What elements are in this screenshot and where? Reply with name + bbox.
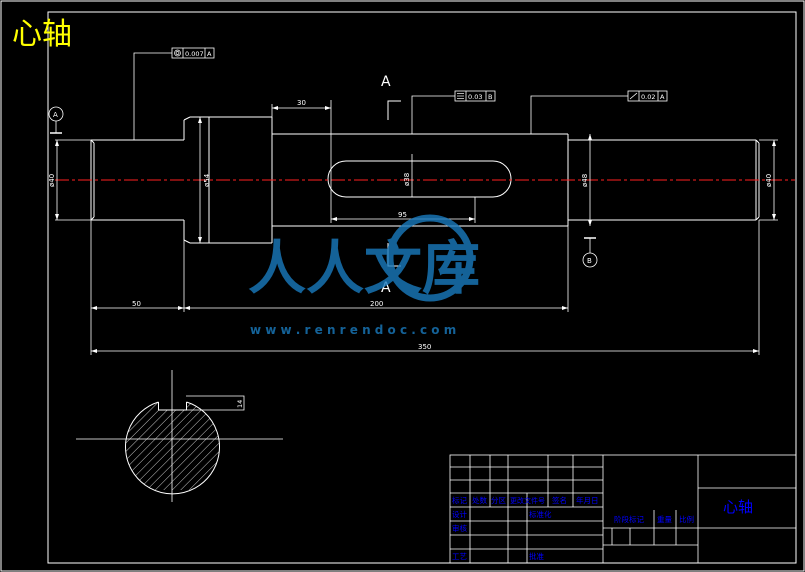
symmetry-icon	[457, 93, 464, 99]
tb-check: 审核	[452, 523, 467, 533]
datum-a: A	[48, 106, 64, 134]
tol1-ref: A	[207, 50, 212, 58]
tb-weight: 重量	[657, 515, 672, 524]
dimension-text: 30 50 200 350 95 ø40 ø54 ø48 ø40 ø38	[48, 99, 773, 351]
section-label-bottom: A	[381, 280, 391, 296]
tolerance-frame-3: 0.02 A	[627, 90, 668, 102]
tb-col-count: 处数	[472, 495, 487, 505]
dim-dia-mid: ø48	[581, 174, 589, 187]
tolerance-leaders	[133, 52, 628, 140]
dim-dia-right: ø40	[765, 174, 773, 187]
watermark: 人人文库 w w w . r e n r e n d o c . c o m	[248, 214, 480, 337]
section-label-top: A	[381, 74, 391, 90]
tb-scale: 比例	[679, 514, 694, 524]
tol2-value: 0.03	[468, 93, 482, 101]
datum-b: B	[582, 237, 598, 268]
dim-50: 50	[132, 300, 141, 308]
dim-keyway-depth: ø38	[403, 173, 411, 186]
tol3-ref: A	[660, 93, 665, 101]
datum-a-label: A	[53, 111, 58, 119]
tb-stage: 阶段标记	[614, 514, 644, 524]
tb-col-mark: 标记	[452, 495, 467, 505]
title-block-grid	[449, 454, 797, 564]
section-view: 14	[76, 370, 283, 502]
inner-frame	[47, 11, 797, 564]
tb-craft: 工艺	[452, 552, 467, 561]
tb-col-sign: 签名	[552, 495, 567, 505]
section-marker-top	[387, 100, 401, 120]
tb-standard: 标准化	[529, 509, 552, 519]
watermark-brand: 人人文库	[248, 234, 480, 302]
tb-col-date: 年月日	[576, 495, 599, 505]
runout-icon	[629, 92, 638, 100]
dim-350: 350	[418, 343, 431, 351]
dim-key-width: 14	[236, 400, 244, 408]
dim-95: 95	[398, 211, 407, 219]
tb-col-zone: 分区	[491, 496, 506, 505]
dimension-lines	[55, 100, 778, 355]
tol2-ref: B	[488, 93, 492, 101]
dimension-arrows	[55, 106, 776, 353]
watermark-logo-icon	[386, 214, 474, 302]
tb-design: 设计	[452, 509, 467, 519]
tolerance-frame-2: 0.03 B	[454, 90, 496, 102]
dim-30: 30	[297, 99, 306, 107]
title-block-text: 标记 处数 分区 更改文件号 签名 年月日 设计 审核 工艺 标准化 批准 阶段…	[452, 495, 753, 561]
dim-dia-left: ø40	[48, 174, 56, 187]
tol3-value: 0.02	[641, 93, 655, 101]
watermark-url: w w w . r e n r e n d o c . c o m	[250, 323, 456, 337]
tb-col-changedoc: 更改文件号	[510, 496, 545, 505]
tolerance-frame-1: 0.007 A	[171, 47, 215, 59]
dim-dia-collar: ø54	[203, 173, 211, 187]
datum-b-label: B	[587, 257, 592, 265]
tb-approve: 批准	[529, 551, 544, 561]
drawing-title: 心轴	[12, 17, 72, 52]
tol1-value: 0.007	[185, 50, 204, 58]
tb-part-name: 心轴	[723, 498, 753, 516]
dim-200: 200	[370, 300, 383, 308]
concentricity-icon	[174, 49, 181, 57]
